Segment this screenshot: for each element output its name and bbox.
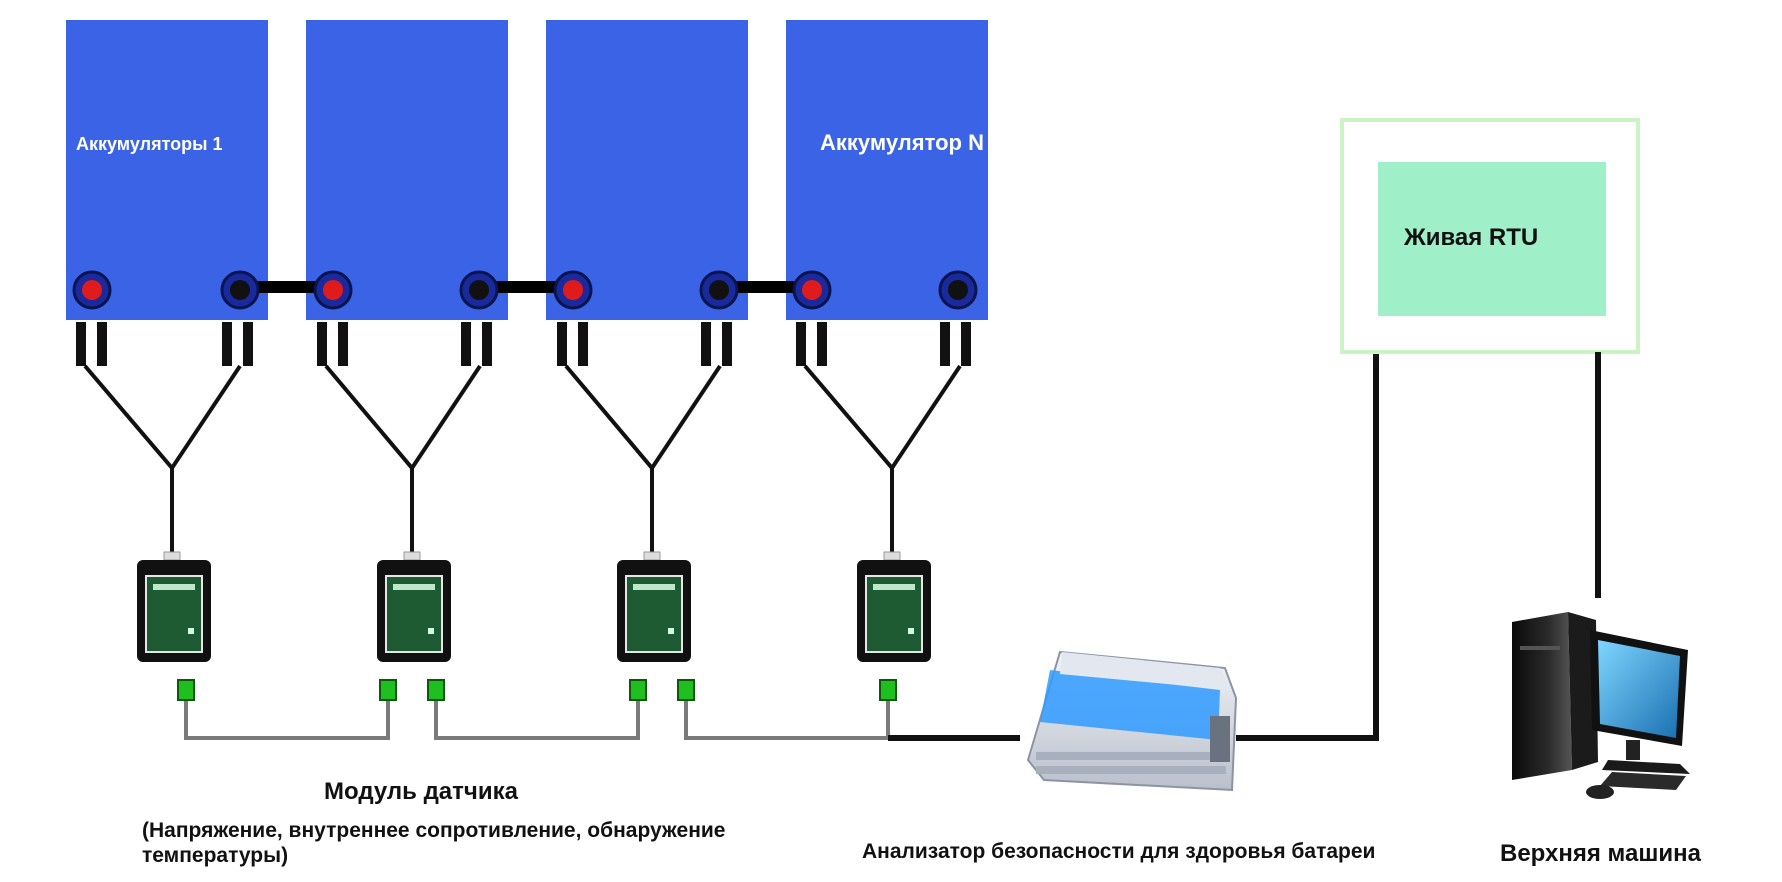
connector-icon bbox=[177, 679, 195, 701]
battery-2 bbox=[306, 20, 508, 320]
connector-icon bbox=[879, 679, 897, 701]
battery-1 bbox=[66, 20, 268, 320]
battery-3 bbox=[546, 20, 748, 320]
analyzer-rtu-cable bbox=[1236, 350, 1379, 741]
battery-n bbox=[786, 20, 988, 320]
rtu-panel bbox=[1340, 118, 1640, 354]
battery-group bbox=[66, 20, 988, 320]
sensor-module-label: Модуль датчика bbox=[324, 778, 518, 805]
connector-icon bbox=[379, 679, 397, 701]
sensor-leads bbox=[76, 322, 971, 556]
sensor-module-detail: (Напряжение, внутреннее сопротивление, о… bbox=[142, 819, 726, 867]
connector-icon bbox=[677, 679, 695, 701]
host-computer-label: Верхняя машина bbox=[1500, 840, 1701, 867]
sensor-module-icon bbox=[377, 551, 451, 662]
rtu-label: Живая RTU bbox=[1404, 224, 1539, 251]
terminal-positive-icon bbox=[313, 270, 353, 310]
terminal-positive-icon bbox=[792, 270, 832, 310]
battery-first-label: Аккумуляторы 1 bbox=[76, 134, 223, 154]
sensor-modules bbox=[137, 551, 931, 662]
terminal-positive-icon bbox=[553, 270, 593, 310]
sensor-bus bbox=[177, 679, 1020, 741]
connector-icon bbox=[629, 679, 647, 701]
analyzer-device-icon bbox=[1026, 650, 1238, 792]
sensor-module-icon bbox=[137, 551, 211, 662]
sensor-module-icon bbox=[617, 551, 691, 662]
terminal-negative-icon bbox=[699, 270, 739, 310]
battery-last-label: Аккумулятор N bbox=[820, 130, 984, 155]
terminal-negative-icon bbox=[220, 270, 260, 310]
terminal-positive-icon bbox=[72, 270, 112, 310]
terminal-negative-icon bbox=[938, 270, 978, 310]
desktop-computer-icon bbox=[1512, 612, 1690, 799]
analyzer-label: Анализатор безопасности для здоровья бат… bbox=[862, 840, 1376, 863]
sensor-module-icon bbox=[857, 551, 931, 662]
connector-icon bbox=[427, 679, 445, 701]
battery-terminals bbox=[72, 270, 978, 310]
terminal-negative-icon bbox=[459, 270, 499, 310]
